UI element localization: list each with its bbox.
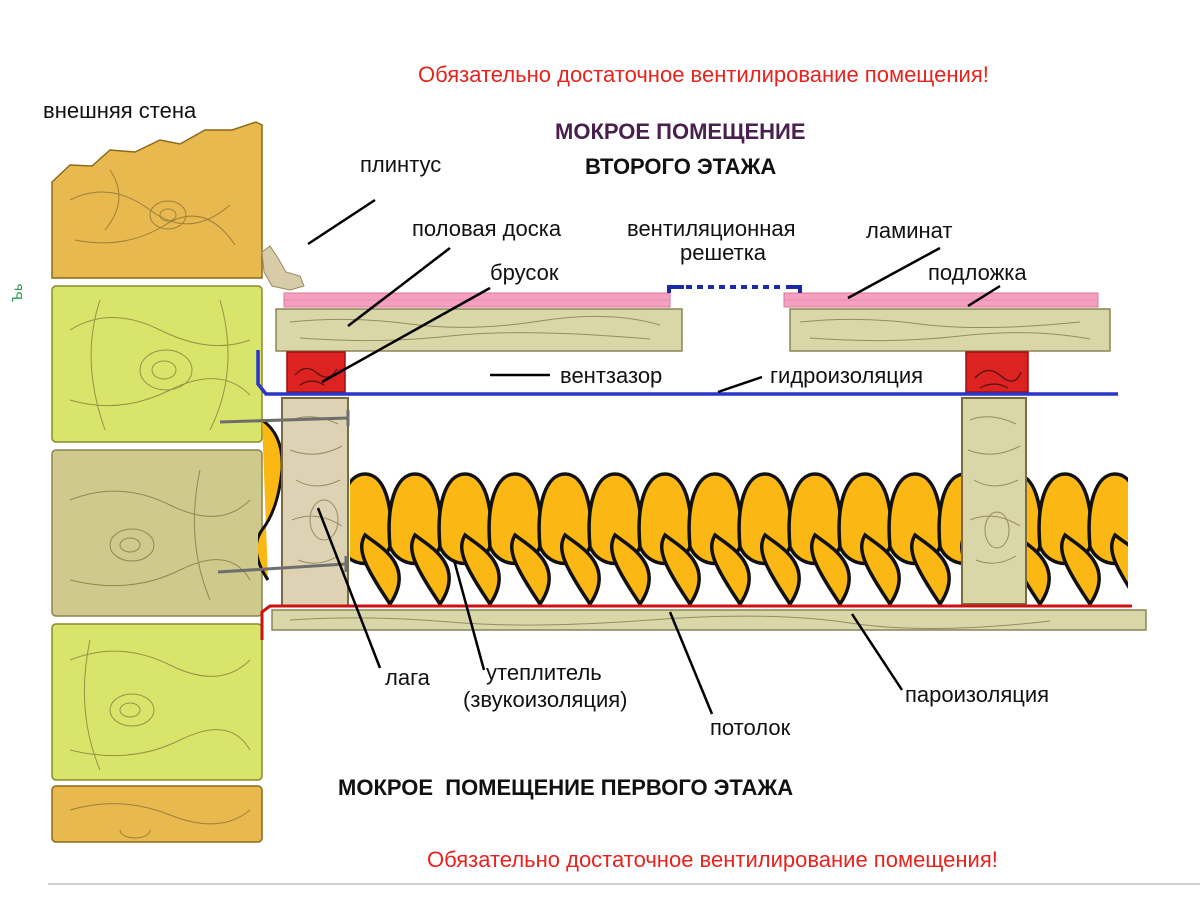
label-underlay: подложка (928, 260, 1027, 285)
insulation-lobe-lower (810, 532, 851, 606)
insulation-lobe-lower (460, 532, 501, 606)
insulation-lobe-lower (760, 532, 801, 606)
waterproofing-membrane (256, 350, 1118, 396)
label-ceiling: потолок (710, 715, 791, 740)
insulation-lobe-lower (410, 532, 451, 606)
wall-log-2 (51, 285, 263, 443)
label-vent-gap: вентзазор (560, 363, 662, 388)
leader-joist (316, 507, 382, 669)
insulation-lobe-lower (560, 532, 601, 606)
wall-log-4 (51, 623, 263, 781)
warning-top: Обязательно достаточное вентилирование п… (418, 62, 989, 87)
leader-underlay (967, 284, 1001, 308)
insulation-lobe-lower (860, 532, 901, 606)
outer-wall (51, 121, 263, 843)
leader-vapor-barrier (850, 613, 904, 691)
label-vent-grille-2: решетка (680, 240, 767, 265)
label-joist: лага (385, 665, 431, 690)
leader-floor-board (347, 247, 451, 327)
label-bar: брусок (490, 260, 559, 285)
nail-upper (219, 410, 350, 426)
bar-left (286, 351, 346, 393)
insulation-lobe-lower (610, 532, 651, 606)
label-outer-wall: внешняя стена (43, 98, 197, 123)
insulation-lobe-lower (510, 532, 551, 606)
leader-laminate (847, 246, 941, 300)
skirting-board (261, 245, 305, 291)
insulation-lobe-lower (710, 532, 751, 606)
wall-log-5 (51, 785, 263, 843)
leader-skirting (307, 198, 376, 246)
heading-bottom: МОКРОЕ ПОМЕЩЕНИЕ ПЕРВОГО ЭТАЖА (338, 775, 793, 800)
side-mark: Ъь (11, 284, 26, 302)
leader-insulation (452, 559, 486, 671)
insulation-lobe-lower (360, 532, 401, 606)
warning-bottom: Обязательно достаточное вентилирование п… (427, 847, 998, 872)
nail-lower (217, 556, 348, 574)
label-insulation-1: утеплитель (486, 660, 602, 685)
insulation-lobe-lower (1110, 532, 1128, 589)
leader-waterproofing (717, 375, 763, 394)
label-waterproofing: гидроизоляция (770, 363, 923, 388)
label-skirting: плинтус (360, 152, 441, 177)
floor-board (275, 308, 1111, 352)
heading-top-line2: ВТОРОГО ЭТАЖА (585, 154, 776, 179)
leader-ceiling (668, 611, 714, 715)
insulation-lobe-lower (660, 532, 701, 606)
label-vent-grille-1: вентиляционная (627, 216, 796, 241)
joist-left (281, 397, 349, 607)
label-floor-board: половая доска (412, 216, 562, 241)
ceiling-board (271, 609, 1147, 631)
heading-top-line1: МОКРОЕ ПОМЕЩЕНИЕ (555, 119, 806, 144)
laminate-layer (283, 292, 1099, 308)
vent-grille (667, 285, 802, 293)
label-insulation-2: (звукоизоляция) (463, 687, 627, 712)
insulation-lobe-lower (910, 532, 951, 606)
vapor-barrier (260, 604, 1132, 640)
bar-right (965, 351, 1029, 393)
joist-right (961, 397, 1027, 605)
leader-lines (307, 198, 1001, 715)
wall-log-3 (51, 449, 263, 617)
insulation-lobe-lower (1060, 532, 1101, 606)
wall-log-top (51, 121, 263, 279)
leader-bar (321, 286, 491, 384)
label-vapor-barrier: пароизоляция (905, 682, 1049, 707)
label-laminate: ламинат (866, 218, 952, 243)
